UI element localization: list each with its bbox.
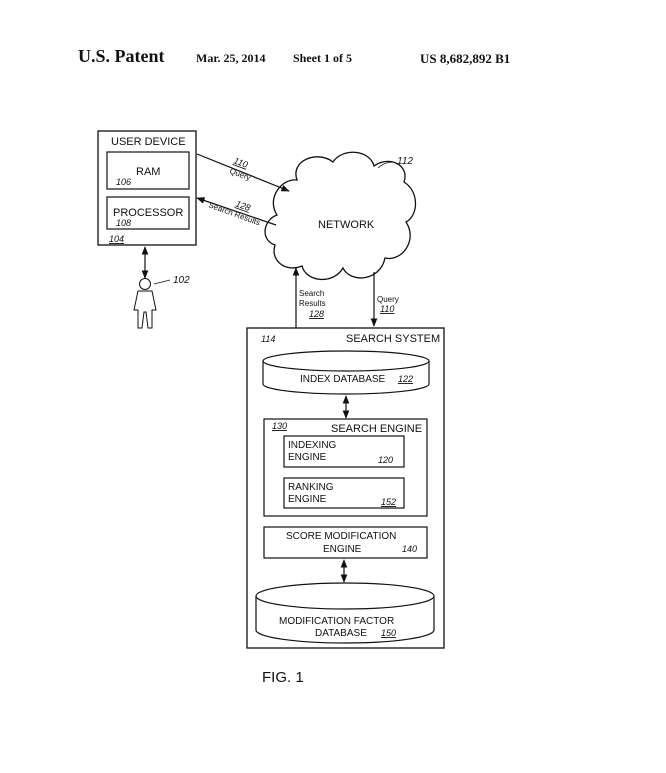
indexing-engine-ref: 120 xyxy=(378,455,393,465)
ranking-engine-line1: RANKING xyxy=(288,482,334,493)
patent-number: US 8,682,892 B1 xyxy=(420,51,511,66)
score-mod-ref: 140 xyxy=(402,544,417,554)
indexing-engine-line1: INDEXING xyxy=(288,440,337,451)
results-left-line1: Search xyxy=(299,289,324,298)
query-top-ref: 110 xyxy=(232,155,249,169)
query-arrow-top xyxy=(196,153,290,192)
patent-title: U.S. Patent xyxy=(78,46,165,66)
score-mod-line1: SCORE MODIFICATION xyxy=(286,531,396,542)
results-top-ref: 128 xyxy=(234,198,252,213)
user-device-box: USER DEVICE 104 xyxy=(97,130,197,246)
mod-db-line2: DATABASE xyxy=(315,628,367,639)
network-cloud xyxy=(264,151,417,281)
search-engine-ref: 130 xyxy=(272,421,287,431)
indexing-engine-box: INDEXING ENGINE 120 xyxy=(283,435,405,468)
user-device-ref: 104 xyxy=(109,234,124,244)
search-system-ref: 114 xyxy=(261,334,275,344)
ranking-engine-line2: ENGINE xyxy=(288,494,327,505)
results-left-line2: Results xyxy=(299,299,326,308)
ram-box: RAM 106 xyxy=(106,151,190,190)
search-system-box: SEARCH SYSTEM 114 xyxy=(246,327,445,649)
query-top-label: Query xyxy=(228,166,252,182)
results-left-ref: 128 xyxy=(309,309,324,319)
index-db-ref: 122 xyxy=(398,374,413,384)
ranking-engine-box: RANKING ENGINE 152 xyxy=(283,477,405,509)
network-label: NETWORK xyxy=(318,219,375,231)
patent-date: Mar. 25, 2014 xyxy=(196,51,266,65)
user-ref-leader xyxy=(153,279,171,285)
query-right-label: Query xyxy=(377,295,399,304)
ranking-engine-ref: 152 xyxy=(381,497,396,507)
search-engine-title: SEARCH ENGINE xyxy=(331,423,422,435)
user-device-title: USER DEVICE xyxy=(111,136,186,148)
index-db-label: INDEX DATABASE xyxy=(300,374,386,385)
search-system-title: SEARCH SYSTEM xyxy=(346,333,440,345)
mod-db-line1: MODIFICATION FACTOR xyxy=(279,616,394,627)
processor-ref: 108 xyxy=(116,218,131,228)
processor-label: PROCESSOR xyxy=(113,207,183,219)
search-engine-box: SEARCH ENGINE 130 xyxy=(263,418,428,517)
user-ref: 102 xyxy=(173,275,190,286)
network-ref: 112 xyxy=(397,156,413,167)
results-top-label: Search Results xyxy=(207,200,261,227)
score-mod-line2: ENGINE xyxy=(323,544,362,555)
query-right-ref: 110 xyxy=(380,304,394,314)
results-arrow-top xyxy=(196,197,277,226)
user-figure-icon xyxy=(133,278,157,329)
ram-label: RAM xyxy=(136,166,160,178)
score-modification-box: SCORE MODIFICATION ENGINE 140 xyxy=(263,526,428,559)
figure-label: FIG. 1 xyxy=(262,669,304,686)
index-database: INDEX DATABASE 122 xyxy=(262,350,430,395)
mod-db-ref: 150 xyxy=(381,628,396,638)
processor-box: PROCESSOR 108 xyxy=(106,196,190,230)
modification-factor-database: MODIFICATION FACTOR DATABASE 150 xyxy=(255,582,435,644)
sheet-number: Sheet 1 of 5 xyxy=(293,51,352,65)
indexing-engine-line2: ENGINE xyxy=(288,452,327,463)
ram-ref: 106 xyxy=(116,177,131,187)
